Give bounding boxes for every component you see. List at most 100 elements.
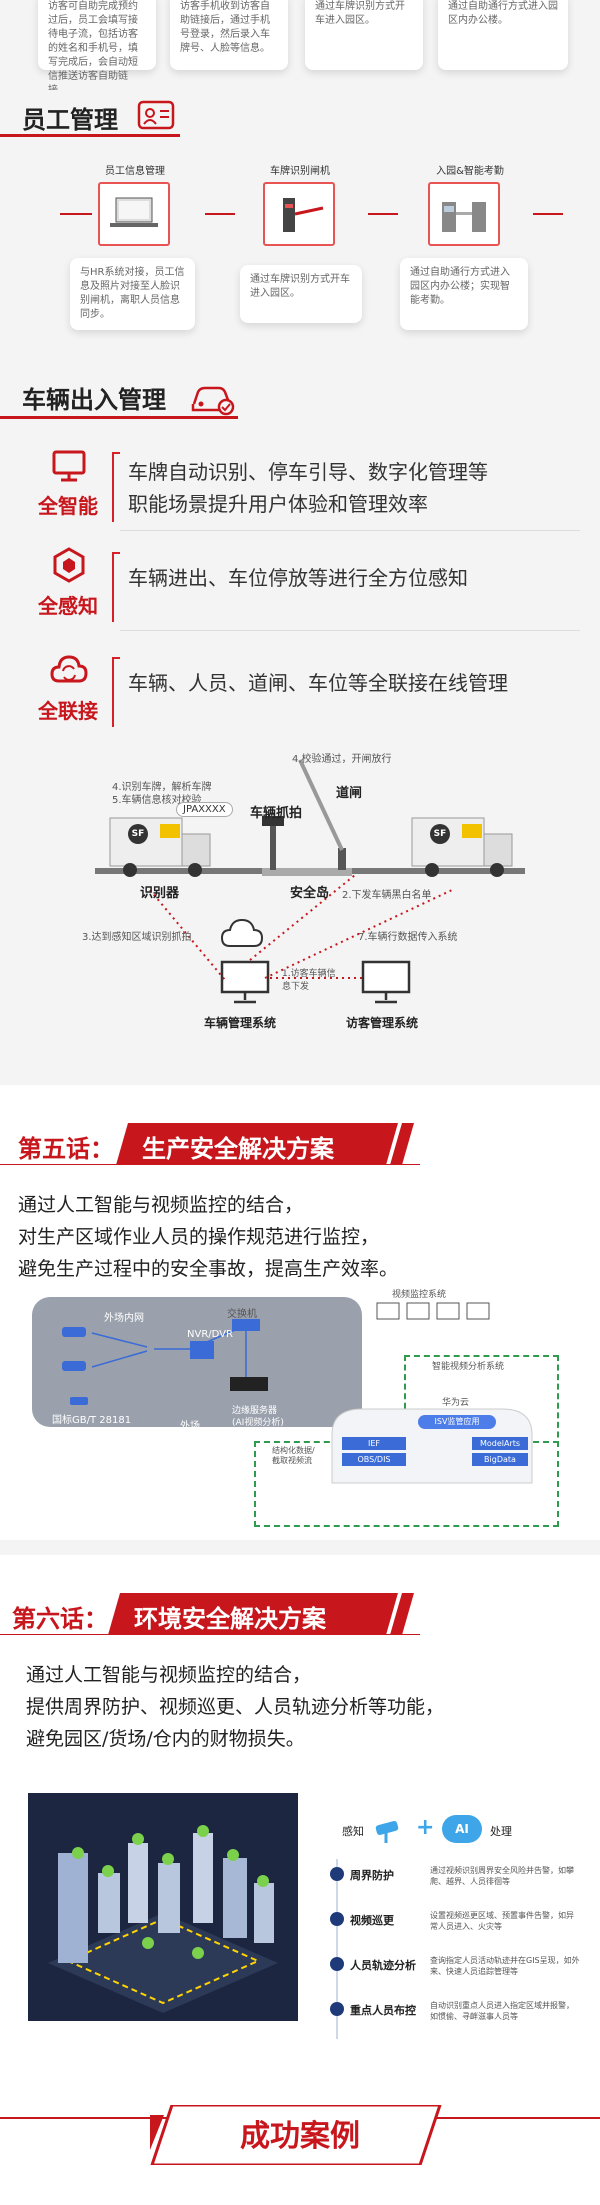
ep5-line-1: 通过人工智能与视频监控的结合， [18,1194,304,1216]
item-patrol: 视频巡更 设置视频巡更区域、预置事件告警，如异常人员进入、火灾等 [330,1910,580,1950]
keyperson-icon [330,2002,344,2016]
flow-step-7: 7.车辆行数据传入系统 [358,932,458,943]
monitor-system-label: 视频监控系统 [392,1290,447,1300]
monitor-icon [52,450,86,482]
edge-server-sub: (AI视频分析) [232,1418,284,1428]
edge-server-label: 边缘服务器 [232,1406,278,1416]
ep6-items: 周界防护 通过视频识别周界安全风险并告警，如攀爬、越界、人员徘徊等 视频巡更 设… [330,1855,580,2045]
perimeter-icon [330,1867,344,1881]
analysis-zone-top [404,1355,559,1447]
staff-card-2: 通过车牌识别方式开车进入园区。 [240,265,362,323]
feature-row-connect: 全联接 车辆、人员、道闸、车位等全联接在线管理 [0,645,600,741]
item-perimeter: 周界防护 通过视频识别周界安全风险并告警，如攀爬、越界、人员徘徊等 [330,1865,580,1905]
item-desc: 查询指定人员活动轨迹并在GIS呈现，如外来、快速人员追踪管理等 [430,1956,580,1976]
laptop-icon [98,182,170,246]
item-desc: 自动识别重点人员进入指定区域并报警，如惯偷、寻衅滋事人员等 [430,2001,574,2021]
success-title: 成功案例 [240,2119,360,2154]
top-card-3: 通过车牌识别方式开车进入园区。 [305,0,423,70]
gate-label: 道闸 [336,786,363,801]
top-card-1: 访客可自助完成预约过后，员工会填写接待电子流，包括访客的姓名和手机号，填写完成后… [38,0,156,96]
lan-label: 外场内网 [104,1313,144,1324]
bracket [112,552,120,622]
vehicle-section: 车辆出入管理 全智能 车牌自动识别、停车引导、数字化管理等 职能场景提升用户体验… [0,360,600,1075]
flow-step-3: 3.达到感知区域识别抓拍 [82,932,192,943]
top-cards-section: 访客可自助完成预约过后，员工会填写接待电子流，包括访客的姓名和手机号，填写完成后… [0,0,600,96]
sense-process-header: 感知 + AI 处理 [330,1813,580,1849]
nvr-label: NVR/DVR [187,1329,233,1340]
feature-text: 职能场景提升用户体验和管理效率 [128,492,428,516]
truck-logo-left: SF [128,824,148,844]
item-desc: 通过视频识别周界安全风险并告警，如攀爬、越界、人员徘徊等 [430,1866,574,1886]
vehicle-title-underline [0,416,238,419]
city-illustration [28,1793,298,2021]
ep5-diagram: 外场内网 交换机 NVR/DVR 国标GB/T 28181 外场 边缘服务器 (… [32,1290,560,1527]
feature-label: 全智能 [38,494,98,518]
gate-icon [263,182,335,246]
bigdata-pill: BigData [472,1453,528,1466]
feature-row-sense: 全感知 车辆进出、车位停放等进行全方位感知 [0,540,600,636]
ep5-banner: 第五话： 生产安全解决方案 [0,1123,420,1165]
feature-label: 全联接 [38,699,98,723]
staff-card-icon [137,100,175,130]
isv-pill: ISV监管应用 [418,1415,496,1429]
divider [120,530,580,531]
timeline-line [336,1859,338,2039]
feature-text: 车辆、人员、道闸、车位等全联接在线管理 [128,671,508,695]
island-label: 安全岛 [290,886,330,901]
vehicle-title: 车辆出入管理 [22,386,166,414]
visitor-system-label: 访客管理系统 [346,1016,419,1030]
cloud-label: 华为云 [442,1398,470,1408]
sense-label: 感知 [342,1825,364,1838]
staff-card-1: 与HR系统对接，员工信息及照片对接至人脸识别闸机，离职人员信息同步。 [70,258,195,330]
patrol-icon [330,1912,344,1926]
ep6-label: 第六话： [12,1605,108,1633]
plus-icon: + [416,1815,435,1840]
ep5-line-3: 避免生产过程中的安全事故，提高生产效率。 [18,1258,399,1280]
flow-step-4-recognize: 4.识别车牌，解析车牌 [112,782,212,793]
flow-step-5: 5.车辆信息核对校验 [112,795,202,806]
item-name: 重点人员布控 [350,2004,416,2017]
item-name: 视频巡更 [350,1914,394,1927]
staff-node-2-label: 车牌识别闸机 [270,166,330,177]
item-trajectory: 人员轨迹分析 查询指定人员活动轨迹并在GIS呈现，如外来、快速人员追踪管理等 [330,1955,580,1995]
gb-label: 国标GB/T 28181 [52,1415,132,1426]
feature-row-smart: 全智能 车牌自动识别、停车引导、数字化管理等 职能场景提升用户体验和管理效率 [0,440,600,536]
connector-line [533,213,563,215]
iot-pill: IEF [342,1437,406,1450]
staff-title: 员工管理 [22,106,118,134]
top-card-4: 通过自助通行方式进入园区内办公楼。 [438,0,568,70]
process-label: 处理 [490,1825,512,1838]
success-banner: 成功案例 [0,2097,600,2177]
analysis-system-label: 智能视频分析系统 [432,1362,505,1372]
item-desc: 设置视频巡更区域、预置事件告警，如异常人员进入、火灾等 [430,1911,574,1931]
data-note-2: 截取视频流 [272,1456,312,1465]
recognizer-label: 识别器 [140,886,180,901]
trajectory-icon [330,1957,344,1971]
staff-title-underline [0,134,180,137]
modelarts-pill: ModelArts [472,1437,528,1450]
ep6-line-3: 避免园区/货场/仓内的财物损失。 [26,1728,305,1750]
turnstile-icon [428,182,500,246]
staff-node-1-label: 员工信息管理 [105,166,165,177]
cloud-sync-icon [50,655,88,683]
ep6-line-1: 通过人工智能与视频监控的结合， [26,1664,312,1686]
staff-card-3: 通过自助通行方式进入园区内办公楼；实现智能考勤。 [400,258,528,330]
bracket [112,657,120,727]
ep5-title: 生产安全解决方案 [142,1135,334,1163]
ep5-line-2: 对生产区域作业人员的操作规范进行监控， [18,1226,380,1248]
diagram-lines [95,759,525,1004]
data-note-1: 结构化数据/ [272,1446,315,1455]
top-card-2: 访客手机收到访客自助链接后，通过手机号登录，然后录入车牌号、人脸等信息。 [170,0,288,70]
connector-line [205,213,235,215]
ep6-banner-shape [0,1593,420,1635]
feature-text: 车辆进出、车位停放等进行全方位感知 [128,566,468,590]
flow-step-1: 1.访客车辆信息下发 [282,969,336,992]
ep5-section: 第五话： 生产安全解决方案 通过人工智能与视频监控的结合， 对生产区域作业人员的… [0,1085,600,1540]
capture-label: 车辆抓拍 [250,806,303,821]
connector-line [368,213,398,215]
divider [120,630,580,631]
ep5-banner-shape [0,1123,420,1165]
field-zone [32,1297,362,1427]
item-keyperson: 重点人员布控 自动识别重点人员进入指定区域并报警，如惯偷、寻衅滋事人员等 [330,2000,580,2040]
flow-step-4-open: 4.校验通过，开闸放行 [292,754,392,765]
